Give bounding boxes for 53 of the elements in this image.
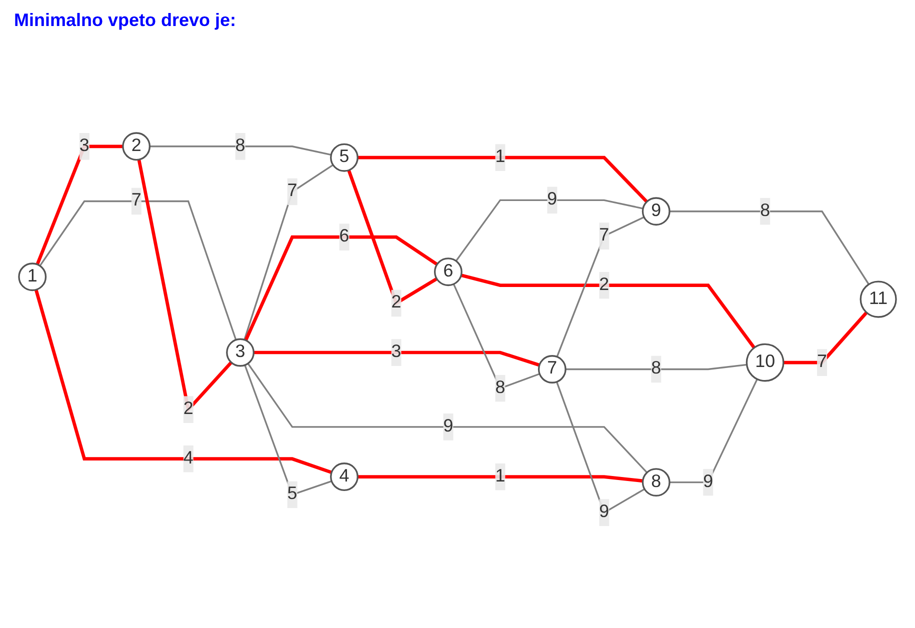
edge-label: 8 bbox=[651, 359, 662, 378]
node-circle: 11 bbox=[860, 280, 897, 318]
edge-label: 8 bbox=[235, 136, 246, 156]
connector bbox=[254, 350, 540, 367]
edge-label: 9 bbox=[599, 502, 610, 522]
connector bbox=[670, 210, 870, 285]
edge-label: 1 bbox=[495, 466, 506, 486]
node-circle: 2 bbox=[122, 132, 151, 161]
diagram-title: Minimalno vpeto drevo je: bbox=[14, 10, 236, 31]
node-circle: 4 bbox=[330, 462, 358, 491]
edge-label: 9 bbox=[547, 190, 558, 210]
node-circle: 3 bbox=[226, 338, 255, 367]
connector bbox=[39, 200, 237, 340]
edge-label: 7 bbox=[287, 182, 298, 201]
connector bbox=[358, 156, 648, 203]
edge-label: 3 bbox=[79, 136, 90, 156]
node-circle: 8 bbox=[642, 468, 670, 497]
connector bbox=[244, 235, 438, 341]
node-circle: 10 bbox=[746, 343, 784, 382]
edge-label: 9 bbox=[703, 472, 714, 492]
edge-label: 4 bbox=[183, 448, 194, 468]
edge-label: 6 bbox=[339, 226, 350, 246]
connector bbox=[460, 274, 756, 349]
edge-label: 1 bbox=[495, 148, 506, 167]
edge-label: 8 bbox=[760, 201, 770, 220]
node-circle: 1 bbox=[18, 262, 47, 292]
edge-label: 3 bbox=[391, 342, 402, 362]
connector bbox=[670, 378, 758, 484]
connector bbox=[244, 164, 334, 340]
edge-label: 8 bbox=[495, 378, 506, 398]
connector bbox=[244, 364, 332, 496]
connector bbox=[556, 216, 644, 358]
edge-label: 7 bbox=[817, 352, 828, 372]
connector bbox=[36, 144, 123, 266]
node-circle: 5 bbox=[330, 143, 358, 172]
node-circle: 9 bbox=[642, 197, 670, 226]
edge-label: 2 bbox=[391, 293, 402, 312]
connector bbox=[783, 311, 868, 364]
node-circle: 6 bbox=[434, 258, 462, 286]
edge-label: 9 bbox=[443, 416, 454, 436]
connector bbox=[452, 284, 540, 390]
edge-label: 2 bbox=[183, 399, 194, 419]
connector bbox=[566, 364, 747, 370]
edge-label: 5 bbox=[287, 484, 298, 504]
edge-label: 7 bbox=[131, 191, 142, 210]
edge-label: 7 bbox=[599, 226, 610, 245]
connector bbox=[358, 475, 643, 483]
connector bbox=[247, 362, 648, 474]
connector bbox=[150, 146, 332, 156]
connector bbox=[455, 199, 644, 262]
connector bbox=[34, 289, 332, 474]
edge-label: 2 bbox=[599, 275, 610, 294]
node-circle: 7 bbox=[538, 355, 566, 384]
